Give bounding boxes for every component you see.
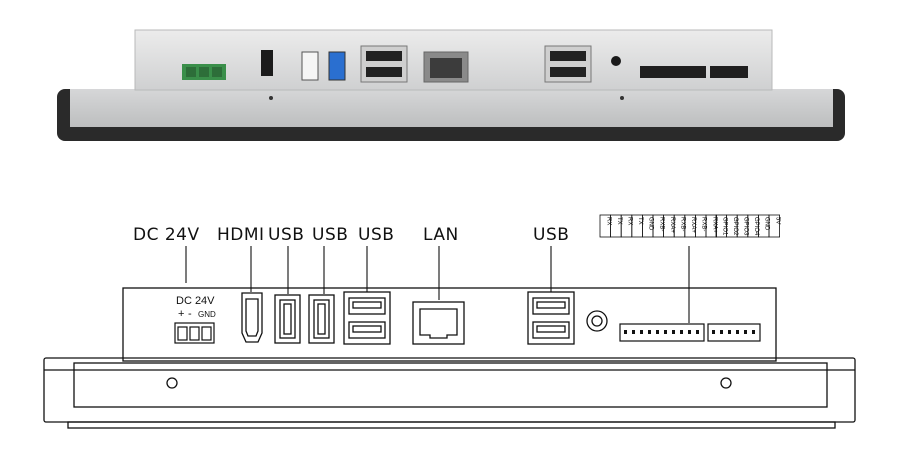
pin-label: GND (764, 217, 770, 231)
pin-cell (768, 214, 781, 238)
pin-label: RXB- (658, 217, 664, 231)
audio-jack-photo (611, 56, 621, 66)
screw-hole-right (720, 377, 732, 389)
terminal-strip-photo-a (640, 66, 706, 78)
power-minus-label: - (188, 308, 192, 320)
pin-label: RXB- (701, 217, 707, 231)
terminal-pin (640, 330, 643, 334)
label-usb-1: USB (268, 225, 304, 245)
hdmi-port-drawing (241, 292, 263, 343)
lan-port-drawing (412, 301, 465, 345)
io-panel-drawing (122, 287, 777, 362)
usb3-port-photo (328, 51, 346, 81)
dual-usb-drawing-2 (527, 291, 575, 345)
terminal-pin (664, 330, 667, 334)
terminal-strip-photo-b (710, 66, 748, 78)
pin-label: GPIO1 (721, 217, 727, 236)
screw-left (269, 96, 273, 100)
terminal-pin (656, 330, 659, 334)
terminal-pin (688, 330, 691, 334)
label-usb-2: USB (312, 225, 348, 245)
terminal-pin (752, 330, 755, 334)
terminal-pins (624, 330, 755, 334)
terminal-pin (680, 330, 683, 334)
terminal-strip-drawing-b (707, 323, 761, 342)
pin-cell (705, 214, 718, 238)
label-hdmi: HDMI (217, 225, 265, 245)
pin-label: RX (627, 217, 633, 225)
port-labels: DC 24V HDMI USB USB USB LAN USB (133, 225, 569, 245)
lan-port-photo (423, 51, 469, 83)
pin-label: RXA+ (669, 217, 675, 233)
power-terminal-drawing: DC 24V + - GND (174, 295, 216, 344)
usb-port-photo-1 (301, 51, 319, 81)
pin-label: GPIO3 (743, 217, 749, 236)
pin-label-table: RX TX RX TX GND RXB- RXA+ RXB- RXA+ RXB- RXA+ GPIO… (599, 214, 781, 238)
terminal-pin (728, 330, 731, 334)
dual-usb-photo-2 (544, 45, 592, 83)
dual-usb-photo-1 (360, 45, 408, 83)
terminal-pin (672, 330, 675, 334)
pin-label: RXA+ (690, 217, 696, 233)
terminal-pin (696, 330, 699, 334)
label-dc-24v: DC 24V (133, 225, 200, 245)
pin-label-group-b: GPIO1 GPIO2 GPIO3 GPIO4 GND 5V (715, 214, 781, 238)
terminal-pin (744, 330, 747, 334)
pin-label: RX (605, 217, 611, 225)
power-block-title: DC 24V (176, 295, 215, 307)
terminal-pin (736, 330, 739, 334)
pin-label: GND (648, 217, 654, 231)
line-drawing (43, 287, 856, 429)
power-gnd-label: GND (198, 310, 216, 319)
power-plus-label: + (178, 308, 184, 320)
label-lan: LAN (423, 225, 459, 245)
screw-hole-left (166, 377, 178, 389)
power-terminal-photo (182, 64, 226, 80)
usb-port-drawing-2 (308, 294, 335, 344)
screw-right (620, 96, 624, 100)
pin-label-group-a: RX TX RX TX GND RXB- RXA+ RXB- RXA+ RXB- RXA+ (599, 214, 718, 238)
terminal-pin (648, 330, 651, 334)
product-photo (57, 29, 845, 141)
label-usb-4: USB (533, 225, 569, 245)
hdmi-port-photo (261, 50, 273, 76)
frame-inner (73, 362, 828, 408)
pin-label: TX (616, 217, 622, 225)
dual-usb-drawing-1 (343, 291, 391, 345)
pin-label: GPIO2 (732, 217, 738, 236)
terminal-pin (720, 330, 723, 334)
pin-label: RXB- (680, 217, 686, 231)
usb-port-drawing-1 (274, 294, 301, 344)
label-usb-3: USB (358, 225, 394, 245)
pin-label: 5V (774, 217, 780, 224)
audio-jack-drawing (586, 310, 608, 332)
frame-outer (43, 357, 856, 423)
terminal-pin (624, 330, 627, 334)
terminal-strip-drawing-a (619, 323, 705, 342)
base-plate (70, 89, 833, 127)
leader-lines (185, 246, 690, 323)
pin-label: RXA+ (711, 217, 717, 233)
terminal-pin (632, 330, 635, 334)
pin-label: TX (637, 217, 643, 225)
terminal-pin (712, 330, 715, 334)
pin-label: GPIO4 (753, 217, 759, 236)
